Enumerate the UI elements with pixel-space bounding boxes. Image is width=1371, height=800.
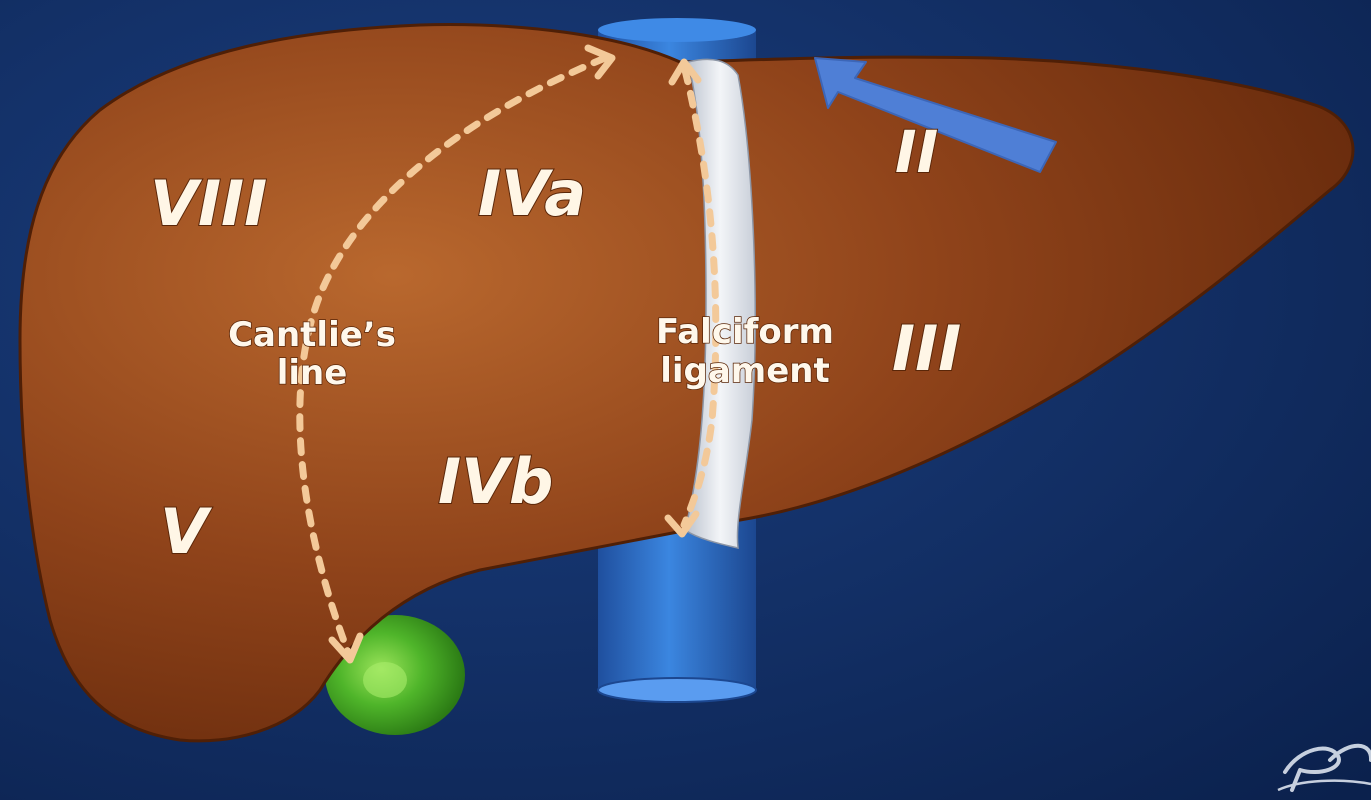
falciform-arrowhead-bottom (664, 510, 700, 538)
segment-label-ivb: IVb (438, 445, 553, 518)
segment-label-iva: IVa (478, 157, 586, 230)
segment-label-viii: VIII (150, 167, 267, 240)
cantlie-arrowhead-bottom (328, 632, 364, 664)
segment-label-v: V (160, 495, 213, 568)
cantlie-label-line2: line (277, 353, 348, 393)
falciform-ligament (684, 58, 756, 549)
falciform-arrowhead-top (668, 58, 702, 86)
pointer-arrow-icon (814, 57, 1057, 173)
watermark-logo (1277, 743, 1371, 792)
segment-label-ii: II (895, 118, 938, 186)
cantlies-line (296, 44, 616, 664)
falciform-label-line1: Falciform (656, 312, 834, 352)
falciform-label-line2: ligament (660, 351, 830, 391)
cantlie-arrowhead-top (584, 44, 616, 80)
falciform-line (664, 58, 720, 538)
cantlie-label-line1: Cantlie’s (228, 315, 396, 355)
segment-label-iii: III (892, 312, 961, 385)
